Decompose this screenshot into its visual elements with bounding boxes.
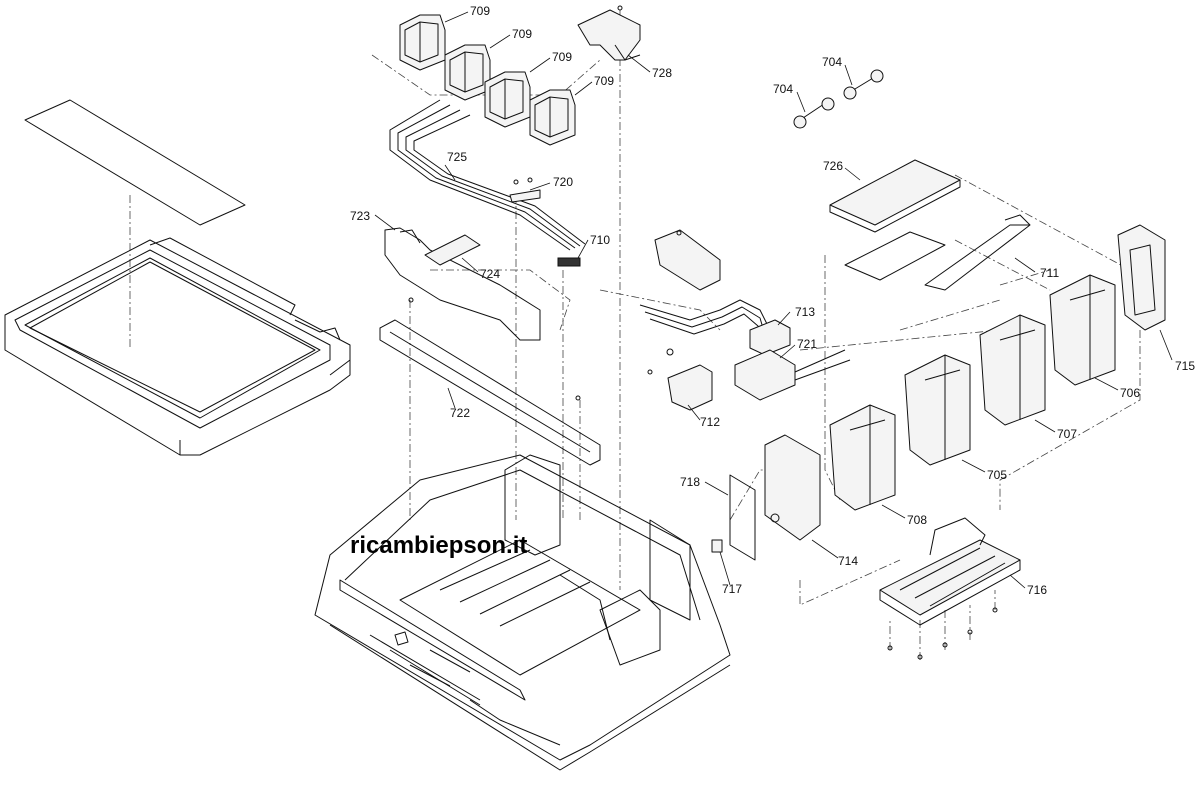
callout-713: 713 bbox=[795, 305, 815, 319]
connector-710 bbox=[557, 257, 581, 267]
watermark-text: ricambiepson.it bbox=[350, 532, 527, 559]
callout-721: 721 bbox=[797, 337, 817, 351]
ink-tank-708 bbox=[829, 404, 896, 511]
part-713 bbox=[749, 319, 791, 356]
callout-714: 714 bbox=[838, 554, 858, 568]
callout-728: 728 bbox=[652, 66, 672, 80]
callout-720: 720 bbox=[553, 175, 573, 189]
callout-705: 705 bbox=[987, 468, 1007, 482]
rollers-704 bbox=[793, 69, 884, 129]
tray-716 bbox=[879, 517, 1021, 660]
bar-711 bbox=[924, 214, 1031, 291]
callout-722: 722 bbox=[450, 406, 470, 420]
callout-723: 723 bbox=[350, 209, 370, 223]
cover-714 bbox=[764, 434, 821, 541]
callout-715: 715 bbox=[1175, 359, 1195, 373]
rail-722 bbox=[379, 297, 601, 466]
side-cover-715 bbox=[1117, 224, 1166, 331]
board-724 bbox=[424, 234, 481, 266]
clip-717 bbox=[711, 539, 723, 553]
cover-726 bbox=[829, 159, 961, 281]
scanner-unit bbox=[4, 99, 351, 456]
printer-chassis bbox=[314, 454, 731, 771]
pump-bracket bbox=[654, 229, 721, 291]
callout-711: 711 bbox=[1040, 266, 1059, 280]
part-712 bbox=[647, 348, 713, 411]
leader-lines bbox=[374, 11, 1173, 589]
callout-717: 717 bbox=[722, 582, 742, 596]
callout-726: 726 bbox=[823, 159, 843, 173]
callout-706: 706 bbox=[1120, 386, 1140, 400]
ink-tank-705 bbox=[904, 354, 971, 466]
callouts: 709 709 709 709 728 704 704 725 720 723 … bbox=[350, 4, 1195, 597]
callout-704: 704 bbox=[822, 55, 842, 69]
callout-716: 716 bbox=[1027, 583, 1047, 597]
part-721 bbox=[734, 349, 851, 401]
bracket-728 bbox=[577, 5, 641, 61]
callout-724: 724 bbox=[480, 267, 500, 281]
callout-709: 709 bbox=[512, 27, 532, 41]
film-718 bbox=[729, 474, 756, 561]
callout-710: 710 bbox=[590, 233, 610, 247]
ink-tank-706 bbox=[1049, 274, 1116, 386]
ink-tank-707 bbox=[979, 314, 1046, 426]
callout-708: 708 bbox=[907, 513, 927, 527]
callout-712: 712 bbox=[700, 415, 720, 429]
flat-cable-723 bbox=[384, 227, 541, 341]
callout-704: 704 bbox=[773, 82, 793, 96]
clip-720 bbox=[509, 177, 541, 203]
ink-tubes-725 bbox=[389, 99, 586, 251]
callout-709: 709 bbox=[552, 50, 572, 64]
ink-heads-709 bbox=[399, 14, 576, 146]
callout-718: 718 bbox=[680, 475, 700, 489]
callout-709: 709 bbox=[470, 4, 490, 18]
callout-709: 709 bbox=[594, 74, 614, 88]
callout-707: 707 bbox=[1057, 427, 1077, 441]
callout-725: 725 bbox=[447, 150, 467, 164]
